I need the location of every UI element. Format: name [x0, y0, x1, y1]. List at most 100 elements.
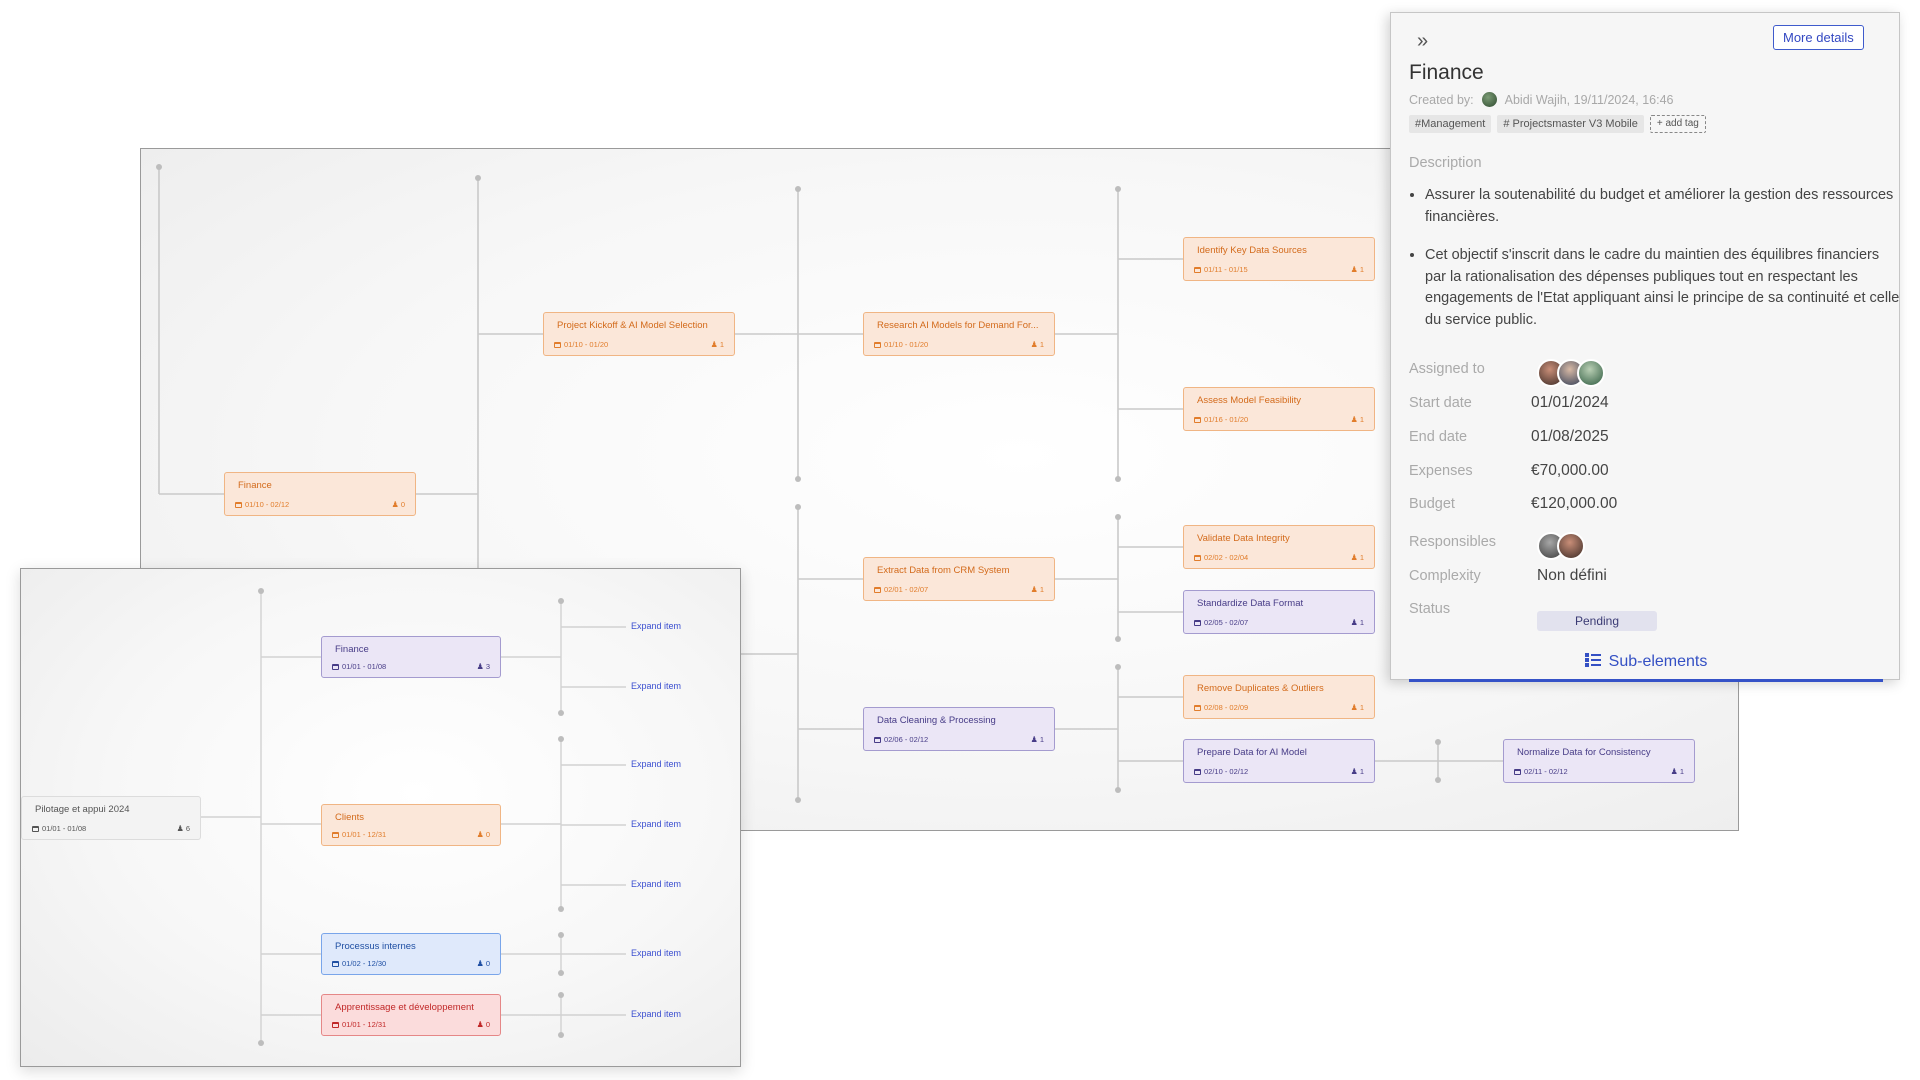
node-apprentissage[interactable]: Apprentissage et développement 01/01 - 1… [321, 994, 501, 1036]
user-icon: ♟ [1030, 584, 1038, 594]
node-dates: 02/01 - 02/07 [874, 585, 928, 594]
expand-item-link[interactable]: Expand item [631, 759, 682, 769]
node-title: Standardize Data Format [1197, 598, 1304, 609]
node-dates: 01/01 - 01/08 [32, 824, 86, 833]
user-icon: ♟ [391, 499, 399, 509]
avatar [1557, 532, 1585, 560]
node-clients[interactable]: Clients 01/01 - 12/31 ♟0 [321, 804, 501, 846]
node-finance[interactable]: Finance 01/10 - 02/12 ♟0 [224, 472, 416, 516]
user-icon: ♟ [1030, 339, 1038, 349]
user-icon: ♟ [1350, 617, 1358, 627]
responsibles-label: Responsibles [1409, 534, 1497, 550]
expand-item-link[interactable]: Expand item [631, 819, 682, 829]
node-standardize-format[interactable]: Standardize Data Format 02/05 - 02/07 ♟1 [1183, 590, 1375, 634]
sub-elements-tab[interactable]: Sub-elements [1409, 645, 1883, 682]
node-dates: 02/05 - 02/07 [1194, 618, 1248, 627]
node-title: Clients [335, 812, 365, 823]
calendar-icon [1194, 704, 1201, 711]
expand-item-link[interactable]: Expand item [631, 879, 682, 889]
node-finance-inset[interactable]: Finance 01/01 - 01/08 ♟3 [321, 636, 501, 678]
more-details-button[interactable]: More details [1773, 25, 1864, 50]
node-title: Processus internes [335, 941, 416, 952]
node-count: ♟1 [710, 339, 724, 349]
node-dates: 01/02 - 12/30 [332, 959, 386, 968]
node-identify-data-sources[interactable]: Identify Key Data Sources 01/11 - 01/15 … [1183, 237, 1375, 281]
node-count: ♟1 [1030, 584, 1044, 594]
node-dates: 02/08 - 02/09 [1194, 703, 1248, 712]
node-assess-feasibility[interactable]: Assess Model Feasibility 01/16 - 01/20 ♟… [1183, 387, 1375, 431]
calendar-icon [874, 736, 881, 743]
node-prepare-data[interactable]: Prepare Data for AI Model 02/10 - 02/12 … [1183, 739, 1375, 783]
calendar-icon [1194, 619, 1201, 626]
description-label: Description [1409, 155, 1482, 171]
node-count: ♟0 [476, 1019, 490, 1029]
budget-value: €120,000.00 [1531, 495, 1618, 512]
tag-chip[interactable]: #Management [1409, 115, 1492, 133]
user-icon: ♟ [1350, 552, 1358, 562]
node-pilotage-root[interactable]: Pilotage et appui 2024 01/01 - 01/08 ♟6 [21, 796, 201, 840]
expand-item-link[interactable]: Expand item [631, 948, 682, 958]
assigned-avatars[interactable] [1537, 359, 1605, 387]
node-dates: 01/10 - 01/20 [874, 340, 928, 349]
node-count: ♟3 [476, 661, 490, 671]
add-tag-button[interactable]: + add tag [1649, 115, 1706, 133]
inset-mindmap-canvas[interactable]: Pilotage et appui 2024 01/01 - 01/08 ♟6 … [20, 568, 741, 1067]
node-dates: 01/10 - 02/12 [235, 500, 289, 509]
node-project-kickoff[interactable]: Project Kickoff & AI Model Selection 01/… [543, 312, 735, 356]
sub-elements-icon [1584, 652, 1601, 672]
node-remove-duplicates[interactable]: Remove Duplicates & Outliers 02/08 - 02/… [1183, 675, 1375, 719]
tag-chip[interactable]: # Projectsmaster V3 Mobile [1497, 115, 1644, 133]
user-icon: ♟ [1670, 766, 1678, 776]
user-icon: ♟ [476, 661, 484, 671]
avatar [1577, 359, 1605, 387]
responsibles-avatars[interactable] [1537, 532, 1585, 560]
node-dates: 01/01 - 01/08 [332, 662, 386, 671]
creator-avatar [1481, 92, 1497, 107]
node-validate-integrity[interactable]: Validate Data Integrity 02/02 - 02/04 ♟1 [1183, 525, 1375, 569]
calendar-icon [874, 341, 881, 348]
complexity-label: Complexity [1409, 568, 1481, 584]
expand-item-link[interactable]: Expand item [631, 1009, 682, 1019]
user-icon: ♟ [1030, 734, 1038, 744]
tag-list: #Management # Projectsmaster V3 Mobile +… [1409, 115, 1706, 133]
status-label: Status [1409, 601, 1451, 617]
calendar-icon [1194, 768, 1201, 775]
node-title: Finance [238, 480, 272, 491]
calendar-icon [332, 960, 339, 967]
node-count: ♟0 [476, 829, 490, 839]
node-normalize-data[interactable]: Normalize Data for Consistency 02/11 - 0… [1503, 739, 1695, 783]
calendar-icon [1514, 768, 1521, 775]
created-label: Created by: [1409, 92, 1474, 107]
user-icon: ♟ [476, 958, 484, 968]
start-date-label: Start date [1409, 395, 1472, 411]
calendar-icon [332, 663, 339, 670]
calendar-icon [1194, 554, 1201, 561]
node-data-cleaning[interactable]: Data Cleaning & Processing 02/06 - 02/12… [863, 707, 1055, 751]
budget-label: Budget [1409, 496, 1455, 512]
expand-item-link[interactable]: Expand item [631, 681, 682, 691]
node-dates: 02/02 - 02/04 [1194, 553, 1248, 562]
node-research-ai-models[interactable]: Research AI Models for Demand For... 01/… [863, 312, 1055, 356]
user-icon: ♟ [476, 1019, 484, 1029]
user-icon: ♟ [1350, 702, 1358, 712]
user-icon: ♟ [1350, 264, 1358, 274]
node-title: Apprentissage et développement [335, 1002, 474, 1013]
node-extract-crm[interactable]: Extract Data from CRM System 02/01 - 02/… [863, 557, 1055, 601]
node-title: Pilotage et appui 2024 [35, 804, 130, 815]
calendar-icon [235, 501, 242, 508]
node-dates: 01/10 - 01/20 [554, 340, 608, 349]
description-list: Assurer la soutenabilité du budget et am… [1407, 185, 1900, 348]
node-title: Finance [335, 644, 369, 655]
node-title: Prepare Data for AI Model [1197, 747, 1307, 758]
calendar-icon [1194, 416, 1201, 423]
node-dates: 01/11 - 01/15 [1194, 265, 1248, 274]
node-count: ♟1 [1030, 339, 1044, 349]
calendar-icon [332, 831, 339, 838]
collapse-icon[interactable]: » [1417, 30, 1429, 52]
expand-item-link[interactable]: Expand item [631, 621, 682, 631]
node-processus-internes[interactable]: Processus internes 01/02 - 12/30 ♟0 [321, 933, 501, 975]
node-title: Research AI Models for Demand For... [877, 320, 1039, 331]
status-badge[interactable]: Pending [1537, 611, 1657, 631]
node-dates: 01/01 - 12/31 [332, 830, 386, 839]
expenses-label: Expenses [1409, 463, 1473, 479]
